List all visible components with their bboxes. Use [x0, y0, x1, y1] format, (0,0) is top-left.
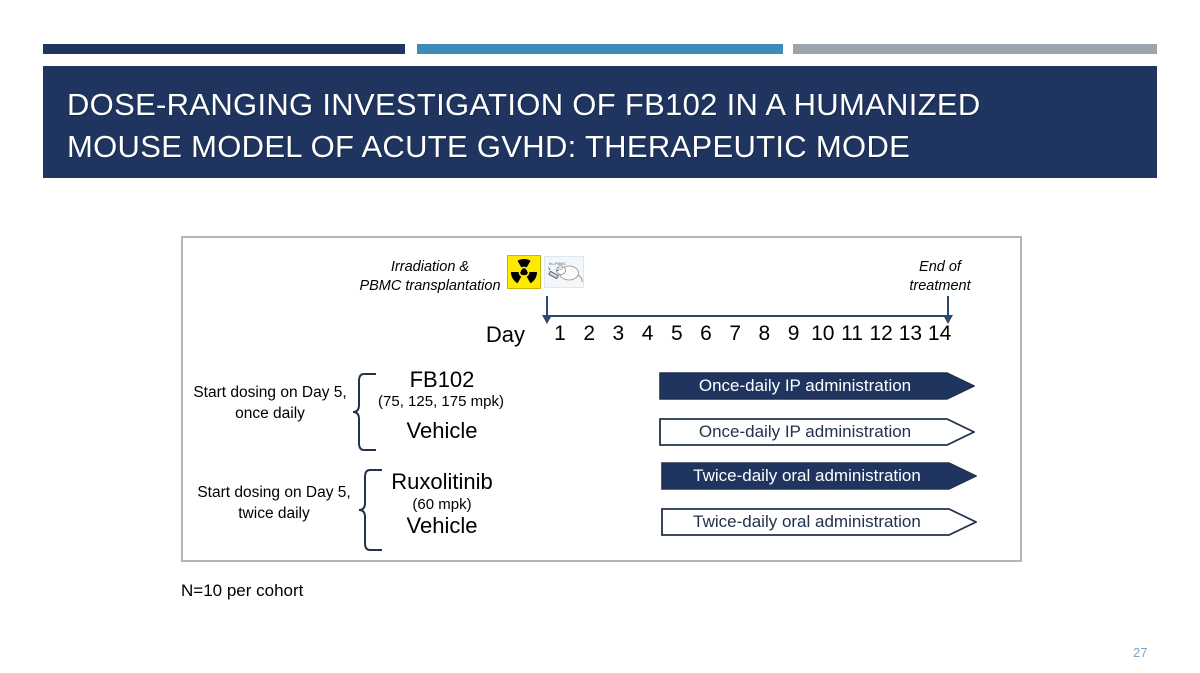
- arrow-shape-filled: [659, 372, 976, 405]
- group-2-brace-icon: [358, 468, 384, 552]
- day-tick-12: 12: [869, 322, 893, 345]
- arrow-shape-open: [661, 508, 979, 541]
- day-tick-4: 4: [641, 322, 654, 345]
- treatment-bar-label-1: Once-daily IP administration: [698, 376, 912, 395]
- arm-dose-fb102: (75, 125, 175 mpk): [378, 393, 504, 410]
- timeline-end-arrow-icon: [943, 296, 953, 324]
- arm-name-vehicle-1: Vehicle: [406, 418, 478, 443]
- day-tick-13: 13: [898, 322, 923, 345]
- arrow-shape-open: [659, 418, 977, 451]
- treatment-bar-label-2: Once-daily IP administration: [698, 422, 912, 441]
- title-block: DOSE-RANGING INVESTIGATION OF FB102 IN A…: [43, 66, 1157, 178]
- timeline-axis: [546, 315, 948, 317]
- mouse-injection-icon: hu-PBMC: [544, 256, 584, 288]
- arm-name-fb102: FB102: [409, 367, 475, 392]
- timeline-start-arrow-icon: [542, 296, 552, 324]
- day-tick-5: 5: [670, 322, 683, 345]
- day-tick-10: 10: [811, 322, 835, 345]
- arrow-shape-filled: [661, 462, 978, 495]
- irradiation-label: Irradiation & PBMC transplantation: [359, 259, 501, 294]
- treatment-bar-label-3: Twice-daily oral administration: [693, 466, 921, 485]
- treatment-bar-vehicle-1: Once-daily IP administration: [659, 418, 977, 446]
- treatment-bar-fb102: Once-daily IP administration: [659, 372, 976, 400]
- day-tick-6: 6: [700, 322, 712, 345]
- day-tick-2: 2: [583, 322, 596, 345]
- dosing-note-group-1: Start dosing on Day 5, once daily: [193, 384, 347, 422]
- end-of-treatment-label: End of treatment: [909, 259, 971, 294]
- treatment-bar-ruxolitinib: Twice-daily oral administration: [661, 462, 978, 490]
- dosing-note-group-2: Start dosing on Day 5, twice daily: [197, 484, 351, 522]
- day-tick-7: 7: [729, 322, 742, 345]
- header-accent-bar-navy: [43, 44, 405, 54]
- day-tick-1: 1: [554, 322, 566, 345]
- header-accent-bar-gray: [793, 44, 1157, 54]
- arm-dose-ruxolitinib: (60 mpk): [412, 496, 472, 513]
- day-tick-14: 14: [927, 322, 952, 345]
- group-1-brace-icon: [352, 372, 378, 452]
- svg-text:hu-PBMC: hu-PBMC: [549, 261, 566, 266]
- page-number: 27: [1133, 645, 1148, 660]
- page-title: DOSE-RANGING INVESTIGATION OF FB102 IN A…: [67, 87, 981, 164]
- day-axis-label: Day: [485, 322, 525, 347]
- day-tick-11: 11: [841, 322, 863, 345]
- day-tick-9: 9: [787, 322, 800, 345]
- header-accent-bar-teal: [417, 44, 783, 54]
- cohort-footnote: N=10 per cohort: [181, 581, 304, 600]
- day-tick-8: 8: [758, 322, 771, 345]
- radiation-warning-icon: [507, 255, 541, 289]
- treatment-bar-vehicle-2: Twice-daily oral administration: [661, 508, 979, 536]
- arm-name-ruxolitinib: Ruxolitinib: [391, 469, 493, 494]
- day-tick-3: 3: [612, 322, 625, 345]
- treatment-bar-label-4: Twice-daily oral administration: [693, 512, 921, 531]
- arm-name-vehicle-2: Vehicle: [406, 513, 478, 538]
